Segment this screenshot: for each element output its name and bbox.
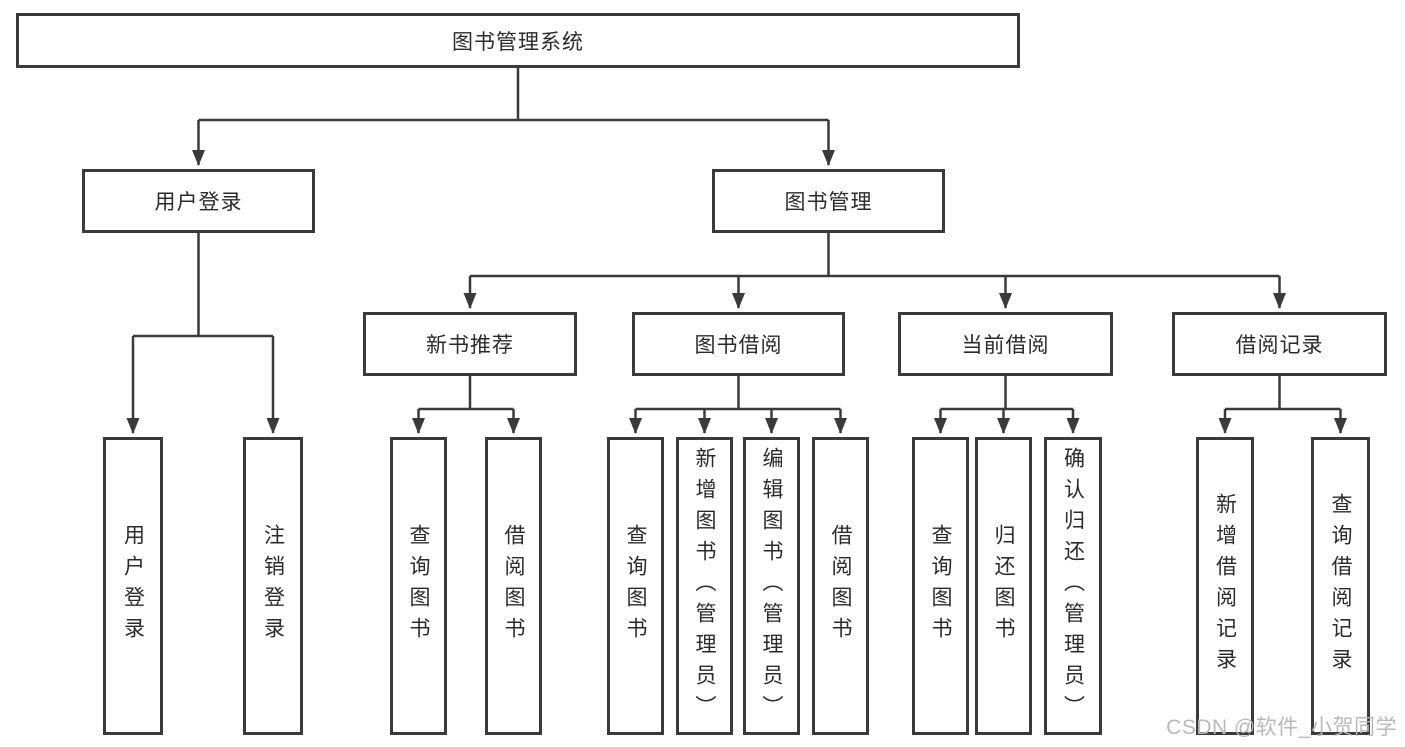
arrow-connectors bbox=[126, 120, 1347, 434]
node-book-borrowing: 图书借阅 bbox=[632, 312, 845, 376]
node-user-login: 用户登录 bbox=[82, 169, 315, 233]
branch-segments bbox=[133, 68, 1341, 411]
leaf-borrow-edit-book: 编辑图书（管理员） bbox=[743, 437, 800, 735]
leaf-recommend-borrow-book: 借阅图书 bbox=[485, 437, 542, 735]
leaf-logout: 注销登录 bbox=[243, 437, 303, 735]
node-new-book-recommend: 新书推荐 bbox=[363, 312, 577, 376]
leaf-user-login: 用户登录 bbox=[103, 437, 163, 735]
leaf-current-query-book: 查询图书 bbox=[912, 437, 969, 735]
leaf-current-return-book: 归还图书 bbox=[975, 437, 1032, 735]
node-current-borrowing: 当前借阅 bbox=[898, 312, 1113, 376]
node-borrowing-records: 借阅记录 bbox=[1172, 312, 1387, 376]
leaf-borrow-add-book: 新增图书（管理员） bbox=[676, 437, 733, 735]
leaf-borrow-query-book: 查询图书 bbox=[607, 437, 664, 735]
leaf-recommend-query-book: 查询图书 bbox=[390, 437, 447, 735]
leaf-record-query-record: 查询借阅记录 bbox=[1311, 437, 1370, 735]
node-book-management: 图书管理 bbox=[712, 169, 945, 233]
leaf-current-confirm-return: 确认归还（管理员） bbox=[1044, 437, 1102, 735]
node-root: 图书管理系统 bbox=[16, 13, 1020, 68]
watermark: CSDN @软件_小贺同学 bbox=[1166, 716, 1397, 739]
leaf-borrow-borrow-book: 借阅图书 bbox=[812, 437, 869, 735]
leaf-record-add-record: 新增借阅记录 bbox=[1196, 437, 1254, 735]
